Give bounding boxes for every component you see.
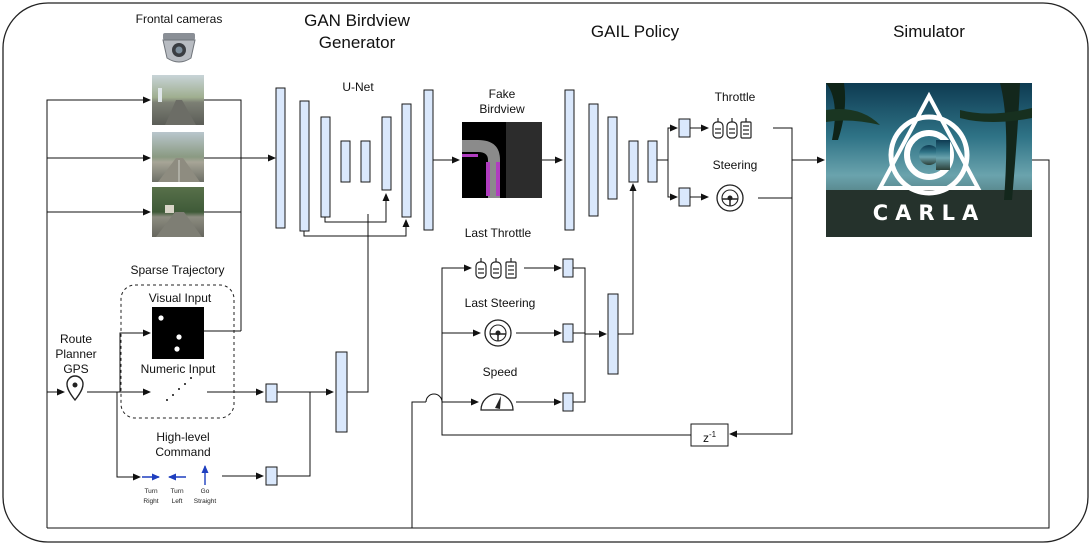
gail-blocks <box>564 89 658 231</box>
turn-right-label-1: Turn <box>144 488 158 495</box>
camera-image-1 <box>152 75 204 125</box>
sparse-trajectory-label: Sparse Trajectory <box>130 263 225 277</box>
go-straight-label-1: Go <box>200 488 210 495</box>
gan-title-line2: Generator <box>318 33 396 52</box>
steering-wheel-icon <box>716 184 744 212</box>
visual-input-label: Visual Input <box>148 291 212 305</box>
fake-birdview-label-2: Birdview <box>479 102 525 116</box>
numeric-input-dots <box>166 377 192 401</box>
scalar-input-blocks <box>562 258 619 412</box>
last-steering-label: Last Steering <box>464 296 536 310</box>
camera-image-2 <box>152 132 204 182</box>
skip-connection-2 <box>303 219 410 237</box>
speed-label: Speed <box>482 365 518 379</box>
fake-birdview-image <box>462 122 542 198</box>
camera-image-3 <box>152 187 204 237</box>
route-label-2: Planner <box>55 347 97 361</box>
route-label-3: GPS <box>63 362 89 376</box>
simulator-title: Simulator <box>893 22 965 41</box>
delay-to-last-throttle-arrow <box>441 264 691 436</box>
frontal-cameras-label: Frontal cameras <box>135 12 223 26</box>
unet-label: U-Net <box>342 80 374 94</box>
fake-birdview-label-1: Fake <box>488 87 516 101</box>
speedometer-icon <box>480 393 514 411</box>
hlc-label-1: High-level <box>156 430 210 444</box>
route-label-1: Route <box>59 332 93 346</box>
last-throttle-pedal-icon <box>475 258 517 279</box>
turn-right-label-2: Right <box>143 498 159 505</box>
skip-connection-1 <box>324 193 390 223</box>
camera-icon <box>162 33 196 63</box>
gan-title-line1: GAN Birdview <box>304 11 410 30</box>
sparse-trajectory-box <box>120 284 235 419</box>
go-straight-label-2: Straight <box>193 498 217 505</box>
actions-to-delay-arrow <box>729 198 793 438</box>
throttle-label: Throttle <box>714 90 756 104</box>
vector-input-blocks <box>265 351 348 486</box>
turn-left-label-2: Left <box>171 498 183 505</box>
pedal-icon <box>712 118 752 139</box>
simulator-image <box>826 83 1032 237</box>
numeric-input-label: Numeric Input <box>140 362 216 376</box>
turn-left-label-1: Turn <box>170 488 184 495</box>
unet-blocks <box>275 87 434 232</box>
last-steering-wheel-icon <box>484 319 512 347</box>
throttle-head <box>678 118 691 138</box>
gail-title: GAIL Policy <box>590 22 680 41</box>
gps-to-camera1-arrow <box>46 96 151 528</box>
hlc-label-2: Command <box>155 445 211 459</box>
delay-label: z-1 <box>692 427 727 446</box>
visual-input-image <box>152 307 204 359</box>
carla-logo-text: CARLA <box>872 201 986 225</box>
last-throttle-label: Last Throttle <box>464 226 532 240</box>
simulator-feedback-line <box>47 159 1050 529</box>
delay-base: z <box>702 431 709 445</box>
delay-exponent: -1 <box>708 430 717 439</box>
scalars-to-gail-arrow <box>618 183 637 335</box>
gps-pin-icon <box>66 375 84 402</box>
steering-label: Steering <box>712 158 758 172</box>
steering-head <box>678 187 691 207</box>
